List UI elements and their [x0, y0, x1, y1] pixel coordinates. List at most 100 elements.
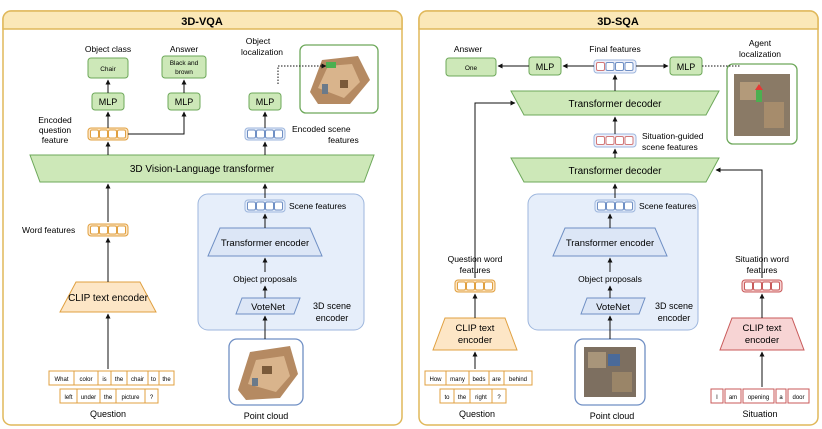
question-to-decoder-arrow — [474, 100, 516, 278]
encoded-scene-tokens — [244, 127, 286, 141]
vqa-scene-encoder-label-1: 3D scene — [313, 301, 351, 311]
situation-guided-label-1: Situation-guided — [642, 131, 704, 141]
question-word: How — [429, 377, 442, 383]
encoded-question-tokens — [87, 127, 129, 141]
final-features-label: Final features — [589, 44, 641, 54]
sqa-scene-features-label: Scene features — [639, 201, 696, 211]
vqa-votenet-block — [235, 297, 301, 315]
question-word: are — [492, 377, 501, 383]
mlp-label: MLP — [256, 97, 275, 107]
encoded-question-label-3: feature — [42, 135, 69, 145]
question-word: color — [79, 377, 92, 383]
sqa-title: 3D-SQA — [597, 16, 639, 28]
sqa-scene-encoder-label-2: encoder — [658, 313, 691, 323]
sqa-point-cloud-image — [574, 338, 646, 406]
question-word: under — [81, 395, 96, 401]
sqa-answer-value: One — [465, 65, 478, 72]
situation-word-tokens — [741, 279, 783, 293]
situation-word: am — [729, 395, 737, 401]
question-word-tokens — [454, 279, 496, 293]
question-word: left — [64, 395, 72, 401]
question-word-features-label-2: features — [460, 265, 491, 275]
question-word: to — [151, 377, 157, 383]
situation-guided-tokens — [593, 133, 637, 148]
situation-tokens: I am opening a door — [710, 388, 810, 404]
word-features-label: Word features — [22, 225, 75, 235]
question-word-features-label-1: Question word — [448, 254, 503, 264]
situation-label: Situation — [742, 409, 777, 419]
agent-localization-label-2: localization — [739, 49, 781, 59]
question-word: the — [104, 395, 113, 401]
mlp-label: MLP — [99, 97, 118, 107]
vqa-scene-features-label: Scene features — [289, 201, 346, 211]
question-word: the — [458, 395, 467, 401]
sqa-clip-question-block — [432, 317, 518, 351]
answer-value-2: brown — [175, 69, 193, 76]
sqa-scene-encoder-label-1: 3D scene — [655, 301, 693, 311]
localization-dotted-arrow — [277, 63, 327, 84]
question-word: chair — [131, 377, 144, 383]
encoded-scene-label-1: Encoded scene — [292, 124, 351, 134]
question-word: beds — [472, 377, 485, 383]
question-word: ? — [497, 395, 501, 401]
sqa-question-tokens: How many beds are behind to the right ? — [424, 370, 533, 404]
encoded-question-label-2: question — [39, 125, 71, 135]
sqa-transformer-decoder-mid-label: Transformer decoder — [569, 166, 663, 177]
question-word: many — [450, 377, 465, 383]
mlp-localization — [248, 92, 282, 111]
situation-to-decoder-arrow — [715, 167, 763, 278]
situation-word: opening — [748, 395, 769, 401]
agent-scene-image — [726, 63, 798, 145]
question-word: the — [162, 377, 171, 383]
vl-transformer-label: 3D Vision-Language transformer — [130, 164, 275, 175]
situation-word: I — [716, 395, 718, 401]
question-word: picture — [121, 395, 140, 401]
answer-label: Answer — [170, 44, 199, 54]
mlp-label: MLP — [175, 97, 194, 107]
mlp-label: MLP — [536, 62, 555, 72]
situation-word: a — [779, 395, 783, 401]
vqa-point-cloud-label: Point cloud — [244, 411, 289, 421]
answer-value-1: Black and — [170, 60, 199, 67]
sqa-votenet-block — [580, 297, 646, 315]
situation-guided-label-2: scene features — [642, 142, 698, 152]
situation-word: door — [792, 395, 804, 401]
vqa-title: 3D-VQA — [181, 16, 223, 28]
vqa-object-proposals-label: Object proposals — [233, 274, 297, 284]
sqa-scene-feature-tokens — [594, 199, 636, 213]
object-class-label: Object class — [85, 44, 131, 54]
question-word: the — [115, 377, 124, 383]
object-localization-label-1: Object — [246, 36, 271, 46]
sqa-transformer-encoder-block — [552, 227, 668, 257]
localized-scene-image — [299, 44, 379, 114]
mlp-label: MLP — [677, 62, 696, 72]
situation-word-features-label-2: features — [747, 265, 778, 275]
question-word: is — [102, 377, 106, 383]
sqa-votenet-label: VoteNet — [596, 302, 630, 313]
sqa-clip-situation-label-2: encoder — [745, 335, 779, 346]
sqa-clip-situation-block — [719, 317, 805, 351]
vl-transformer-block — [29, 154, 375, 183]
object-class-value: Chair — [100, 66, 116, 73]
encoded-scene-label-2: features — [328, 135, 359, 145]
object-localization-label-2: localization — [241, 47, 283, 57]
vqa-point-cloud-image — [228, 338, 304, 406]
encoded-question-label-1: Encoded — [38, 115, 72, 125]
word-feature-tokens — [87, 223, 129, 237]
clip-text-encoder-block — [59, 281, 157, 313]
question-word: behind — [509, 377, 527, 383]
situation-word-features-label-1: Situation word — [735, 254, 789, 264]
sqa-transformer-encoder-label: Transformer encoder — [566, 238, 654, 249]
clip-text-encoder-label: CLIP text encoder — [68, 293, 149, 304]
vqa-transformer-encoder-block — [207, 227, 323, 257]
answer-box — [161, 55, 207, 79]
sqa-transformer-decoder-top-label: Transformer decoder — [569, 99, 663, 110]
vqa-question-tokens: What color is the chair to the left unde… — [48, 370, 175, 404]
sqa-clip-situation-label-1: CLIP text — [743, 323, 782, 334]
vqa-transformer-encoder-label: Transformer encoder — [221, 238, 309, 249]
final-feature-tokens — [593, 59, 637, 74]
vqa-scene-encoder-label-2: encoder — [316, 313, 349, 323]
sqa-clip-question-label-1: CLIP text — [456, 323, 495, 334]
question-word: ? — [150, 395, 154, 401]
